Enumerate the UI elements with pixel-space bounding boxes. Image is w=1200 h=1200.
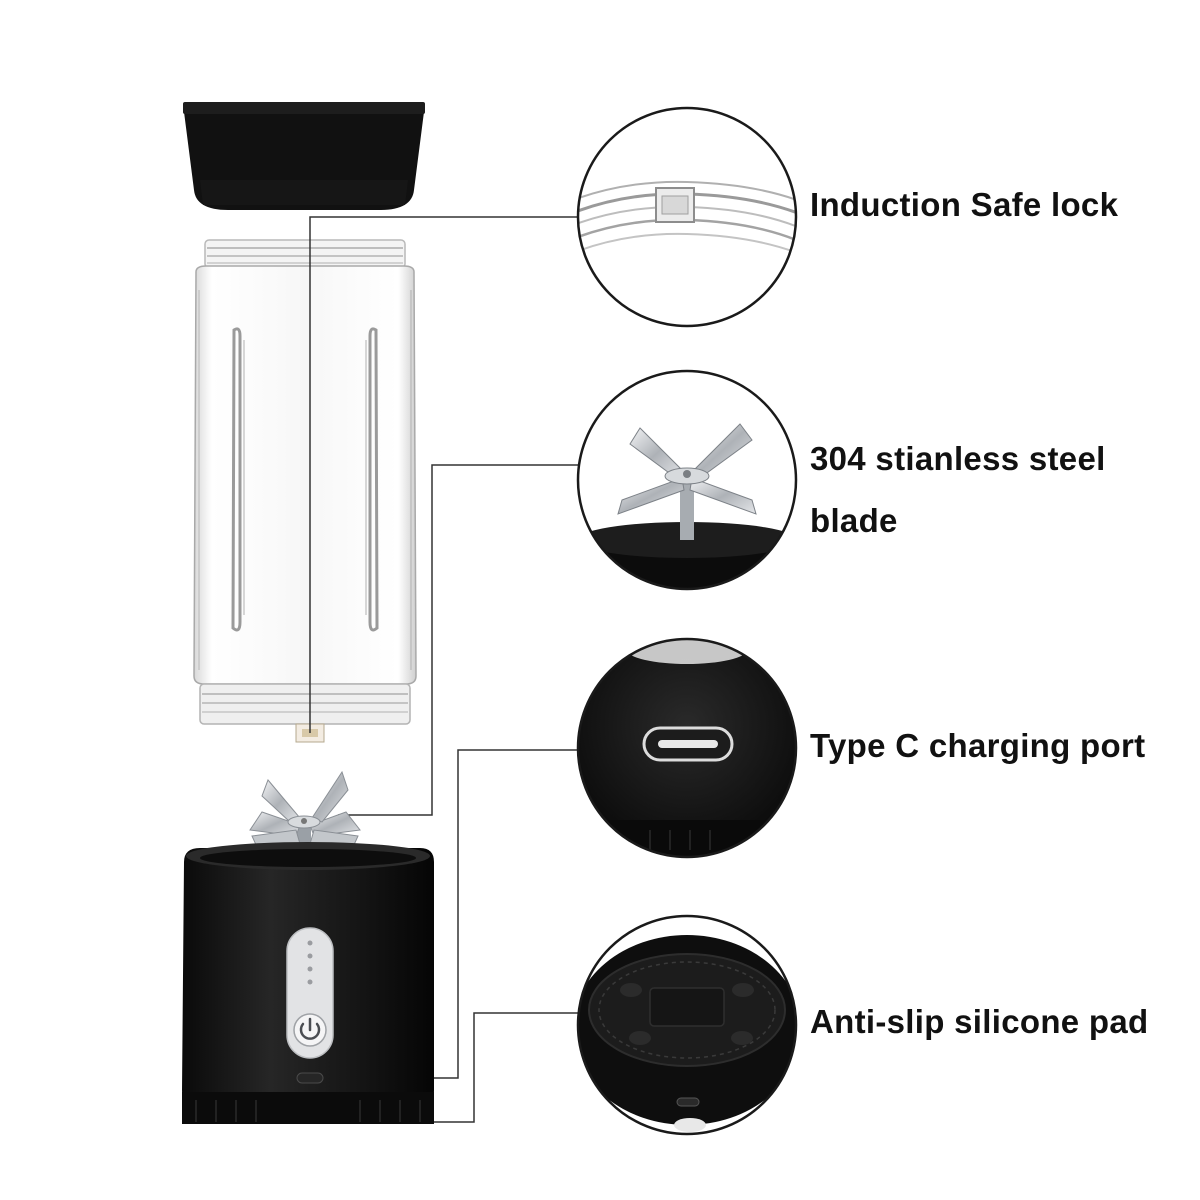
leader-lock	[309, 216, 578, 733]
power-button[interactable]	[293, 1013, 327, 1047]
safe-lock-ring-icon	[578, 180, 796, 259]
usb-c-port-icon	[642, 726, 734, 762]
feature-label-blade: 304 stianless steel	[810, 440, 1106, 477]
motor-base	[182, 842, 434, 1124]
detail-lock	[576, 106, 798, 328]
transparent-jar	[193, 239, 417, 743]
feature-label-blade-line2: blade	[810, 502, 898, 539]
leader-blade	[338, 464, 578, 816]
silicone-pad-icon	[578, 935, 796, 1132]
usb-c-port-icon	[296, 1072, 324, 1084]
detail-port	[576, 637, 798, 859]
feature-label-pad: Anti-slip silicone pad	[810, 1003, 1149, 1040]
battery-led-icon	[307, 953, 313, 959]
power-icon	[299, 1022, 321, 1040]
battery-led-icon	[307, 966, 313, 972]
feature-label-lock: Induction Safe lock	[810, 186, 1119, 223]
detail-pad	[576, 914, 798, 1136]
jar-cap	[183, 102, 425, 210]
battery-led-icon	[307, 979, 313, 985]
feature-label-port: Type C charging port	[810, 727, 1146, 764]
detail-blade	[576, 369, 798, 591]
battery-led-icon	[307, 940, 313, 946]
